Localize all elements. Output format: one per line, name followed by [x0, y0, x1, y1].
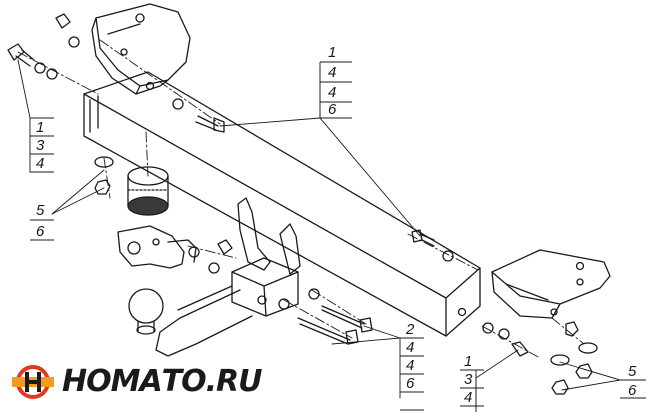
- callout-left-nut: 5 6: [30, 202, 54, 241]
- callout-label: 2: [405, 321, 415, 338]
- bottom-right-fasteners: [482, 321, 598, 395]
- left-bolt: [7, 43, 35, 67]
- callout-label: 4: [328, 84, 336, 101]
- callout-label: 4: [328, 64, 336, 81]
- callout-label: 1: [464, 353, 472, 370]
- callout-label: 6: [406, 375, 415, 392]
- callout-label: 4: [36, 155, 44, 172]
- callout-top-right: 1 4 4 6: [319, 44, 352, 119]
- tow-hook-assembly: [128, 197, 301, 357]
- left-washer-3: [94, 156, 114, 168]
- callout-bottom-right-bolt: 1 3 4: [460, 353, 484, 412]
- callout-label: 1: [36, 119, 44, 136]
- hook-fasteners: [188, 239, 373, 345]
- main-crossbar: [83, 71, 481, 337]
- right-mounting-bracket: [491, 249, 611, 319]
- homato-logo-icon: [12, 365, 54, 399]
- left-nut: [94, 179, 111, 195]
- callout-label: 3: [36, 137, 45, 154]
- socket-plate: [117, 225, 197, 269]
- callout-label: 5: [36, 202, 45, 219]
- left-washer-1: [34, 62, 46, 74]
- homato-wordmark: НОМАТО.RU: [62, 364, 263, 399]
- callout-label: 4: [406, 339, 414, 356]
- callout-label: 6: [628, 382, 637, 399]
- callout-label: 4: [464, 389, 472, 406]
- bracket-top-bolt: [55, 13, 80, 48]
- callout-label: 5: [628, 363, 637, 380]
- callout-left-bolt: 1 3 4: [30, 117, 54, 173]
- callout-bottom-right-nut: 5 6: [620, 363, 646, 399]
- callout-bottom-center: 2 4 4 6: [400, 321, 424, 411]
- mid-bar-bolt: [411, 229, 454, 262]
- left-mounting-bracket: [91, 3, 191, 95]
- electric-socket: [127, 166, 169, 216]
- center-lines: [17, 39, 585, 359]
- callout-label: 4: [406, 357, 414, 374]
- homato-watermark: НОМАТО.RU: [10, 362, 263, 402]
- callout-label: 1: [328, 44, 336, 61]
- leader-lines: [17, 59, 621, 409]
- center-bolt: [172, 98, 225, 133]
- left-washer-2: [46, 68, 58, 80]
- callout-label: 3: [464, 371, 473, 388]
- callout-label: 6: [328, 101, 337, 118]
- callout-label: 6: [36, 223, 45, 240]
